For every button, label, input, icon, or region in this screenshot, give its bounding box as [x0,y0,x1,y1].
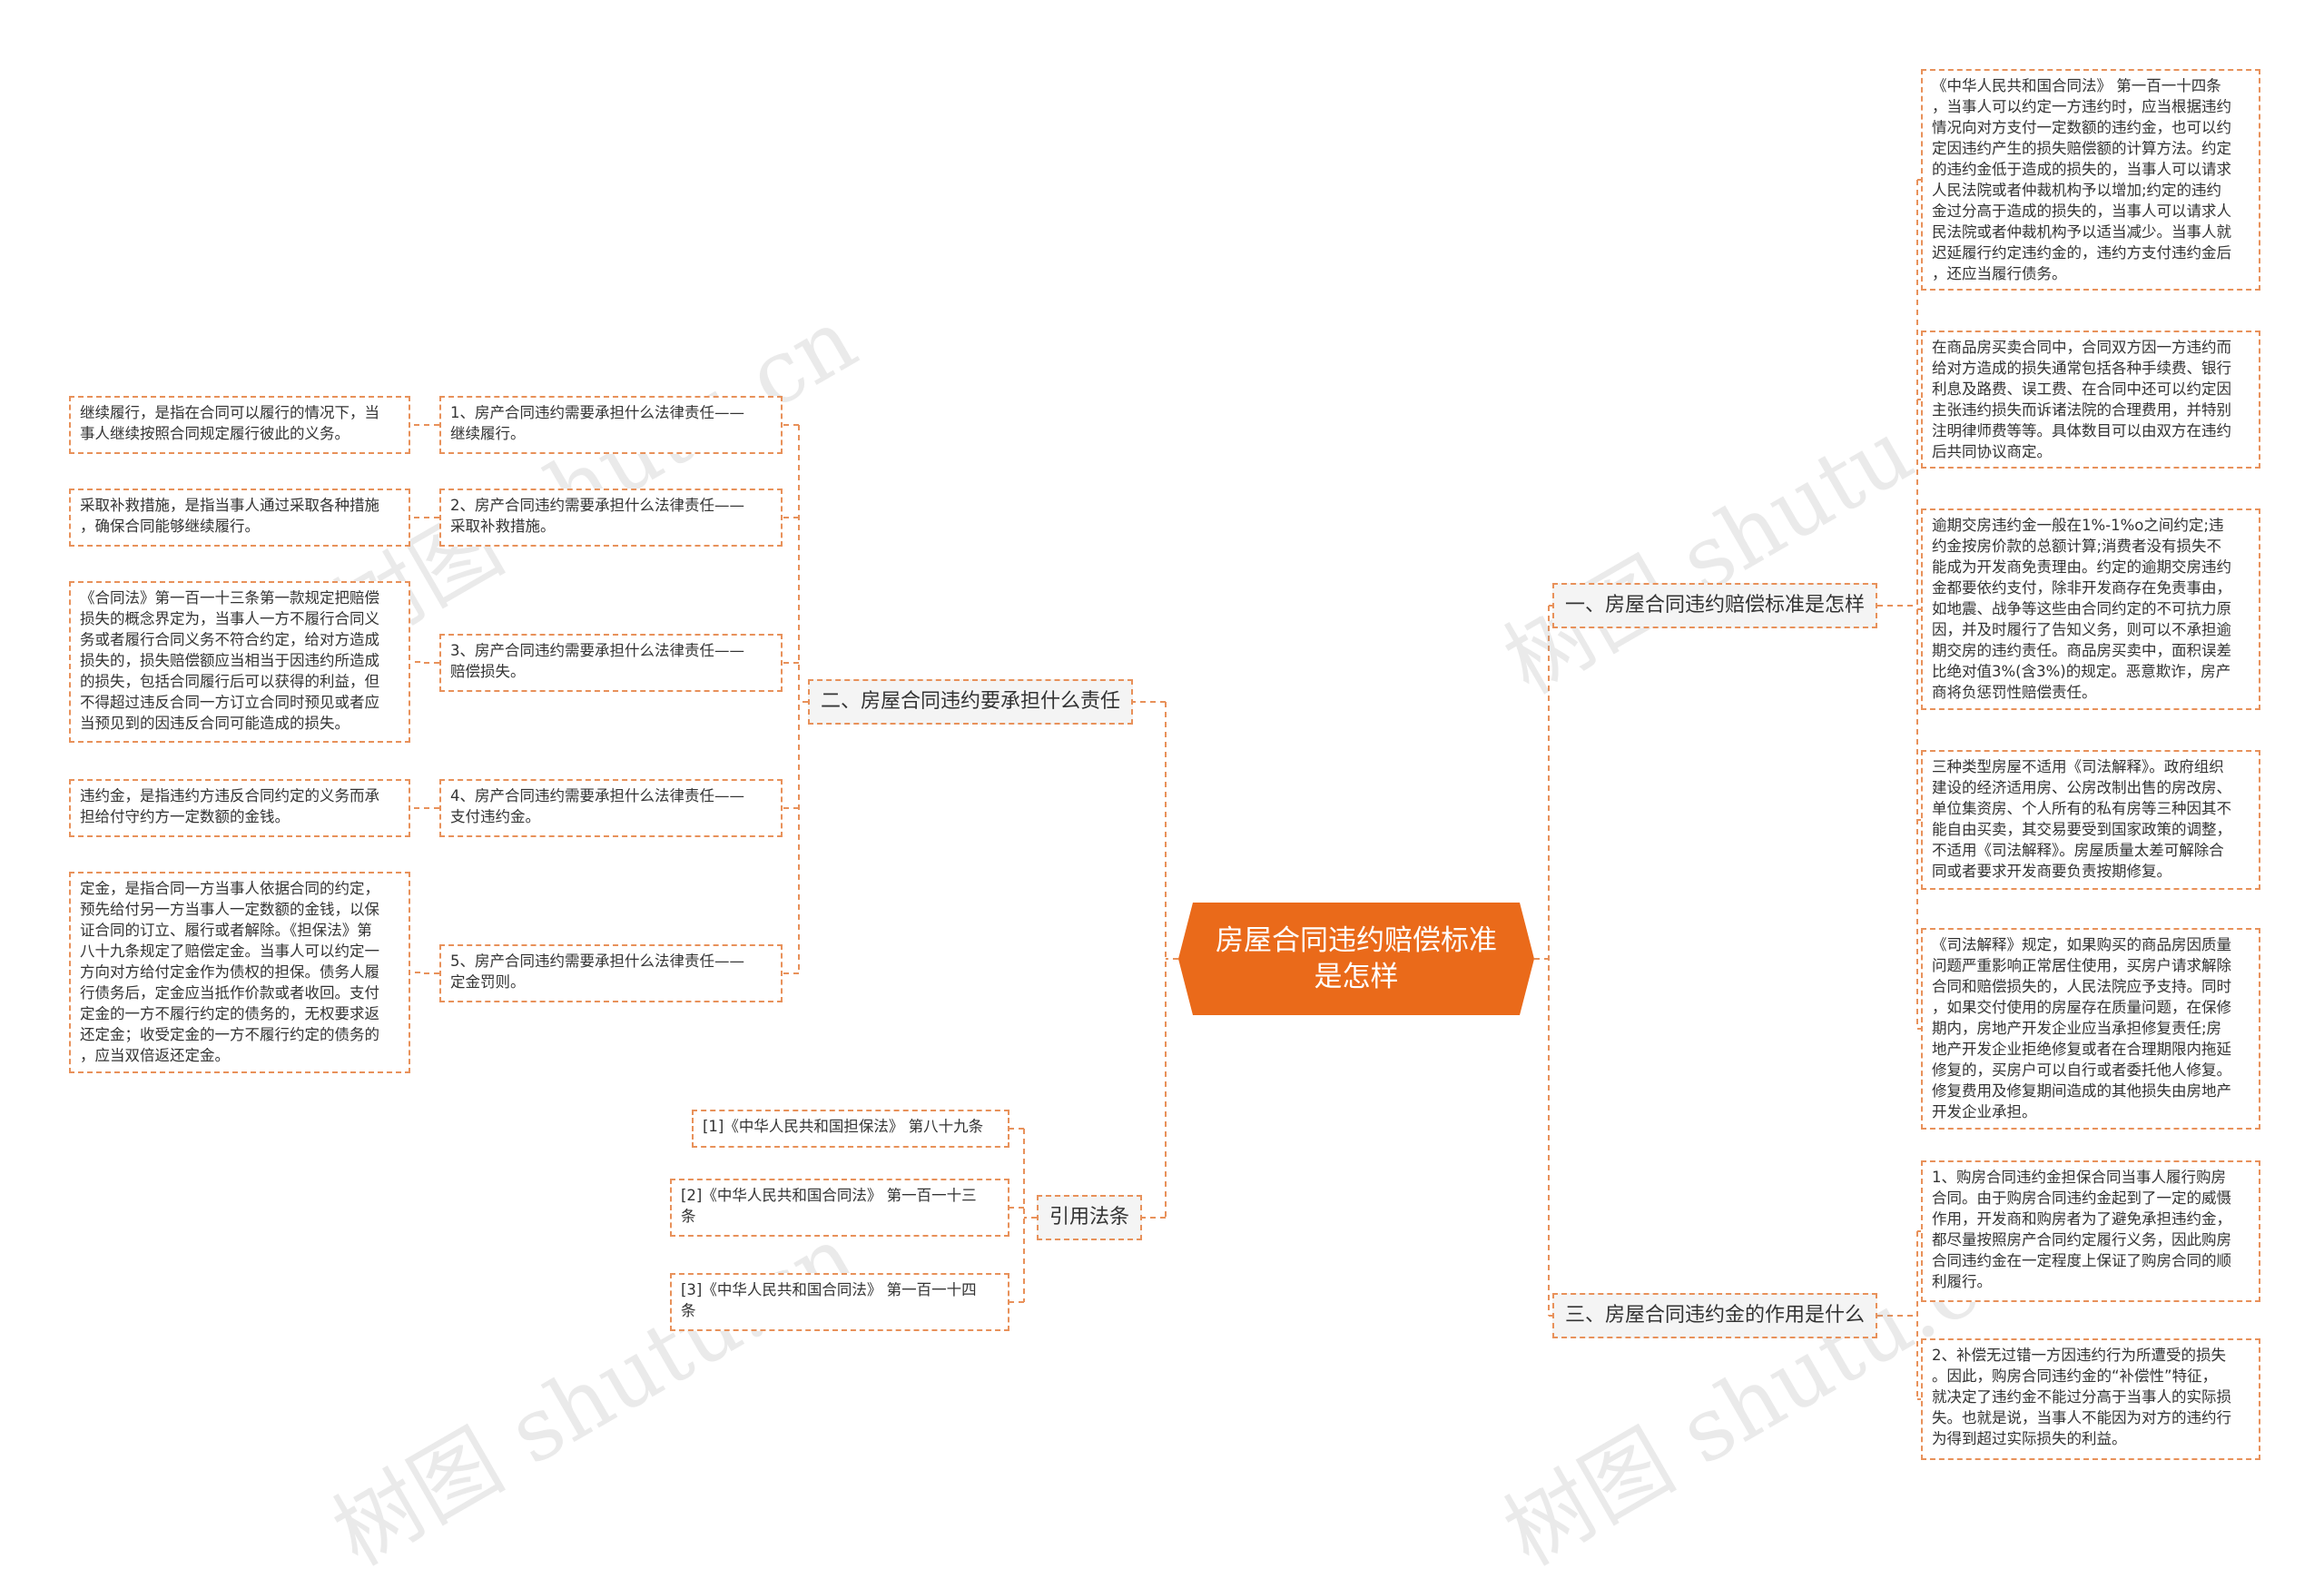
connector-line [410,661,439,664]
leaf-late-delivery-penalty[interactable]: 逾期交房违约金一般在1%-1%o之间约定;违 约金按房价款的总额计算;消费者没有… [1921,508,2260,710]
connector-line [410,972,439,974]
liability-item-remedial-measures[interactable]: 2、房产合同违约需要承担什么法律责任—— 采取补救措施。 [439,489,783,547]
branch-cited-laws[interactable]: 引用法条 [1037,1195,1143,1240]
liability-item-pay-penalty[interactable]: 4、房产合同违约需要承担什么法律责任—— 支付违约金。 [439,779,783,837]
liability-item-deposit-rule[interactable]: 5、房产合同违约需要承担什么法律责任—— 定金罚则。 [439,944,783,1002]
connector-lines [410,179,1921,1400]
leaf-penalty-compensation[interactable]: 2、补偿无过错一方因违约行为所遭受的损失 。因此，购房合同违约金的“补偿性”特征… [1921,1338,2260,1460]
cited-law-contract-113[interactable]: [2]《中华人民共和国合同法》 第一百一十三 条 [670,1179,1009,1237]
branch-compensation-standard[interactable]: 一、房屋合同违约赔偿标准是怎样 [1552,583,1878,628]
detail-compensate-losses[interactable]: 《合同法》第一百一十三条第一款规定把赔偿 损失的概念界定为，当事人一方不履行合同… [69,581,410,743]
branch-liability[interactable]: 二、房屋合同违约要承担什么责任 [808,679,1134,725]
leaf-penalty-guarantee[interactable]: 1、购房合同违约金担保合同当事人履行购房 合同。由于购房合同违约金起到了一定的威… [1921,1160,2260,1302]
root-topic[interactable]: 房屋合同违约赔偿标准是怎样 [1178,903,1534,1015]
detail-pay-penalty[interactable]: 违约金，是指违约方违反合同约定的义务而承 担给付守约方一定数额的金钱。 [69,779,410,837]
leaf-excluded-housing-types[interactable]: 三种类型房屋不适用《司法解释》。政府组织 建设的经济适用房、公房改制出售的房改房… [1921,750,2260,890]
leaf-loss-items[interactable]: 在商品房买卖合同中，合同双方因一方违约而 给对方造成的损失通常包括各种手续费、银… [1921,331,2260,469]
detail-continue-performance[interactable]: 继续履行，是指在合同可以履行的情况下，当 事人继续按照合同规定履行彼此的义务。 [69,396,410,454]
cited-law-guarantee-89[interactable]: [1]《中华人民共和国担保法》 第八十九条 [692,1110,1009,1148]
detail-remedial-measures[interactable]: 采取补救措施，是指当事人通过采取各种措施 ，确保合同能够继续履行。 [69,489,410,547]
detail-deposit-rule[interactable]: 定金，是指合同一方当事人依据合同的约定， 预先给付另一方当事人一定数额的金钱，以… [69,872,410,1073]
branch-penalty-function[interactable]: 三、房屋合同违约金的作用是什么 [1552,1293,1878,1338]
leaf-contract-law-article-114[interactable]: 《中华人民共和国合同法》 第一百一十四条 ，当事人可以约定一方违约时，应当根据违… [1921,69,2260,291]
mind-map-canvas: 树图 shutu.cn 树图 shutu.cn 树图 shutu.cn 树图 s… [69,69,2260,1585]
cited-law-contract-114[interactable]: [3]《中华人民共和国合同法》 第一百一十四 条 [670,1273,1009,1331]
liability-item-continue-performance[interactable]: 1、房产合同违约需要承担什么法律责任—— 继续履行。 [439,396,783,454]
leaf-judicial-interpretation-quality[interactable]: 《司法解释》规定，如果购买的商品房因质量 问题严重影响正常居住使用，买房户请求解… [1921,928,2260,1130]
liability-item-compensate-losses[interactable]: 3、房产合同违约需要承担什么法律责任—— 赔偿损失。 [439,634,783,692]
